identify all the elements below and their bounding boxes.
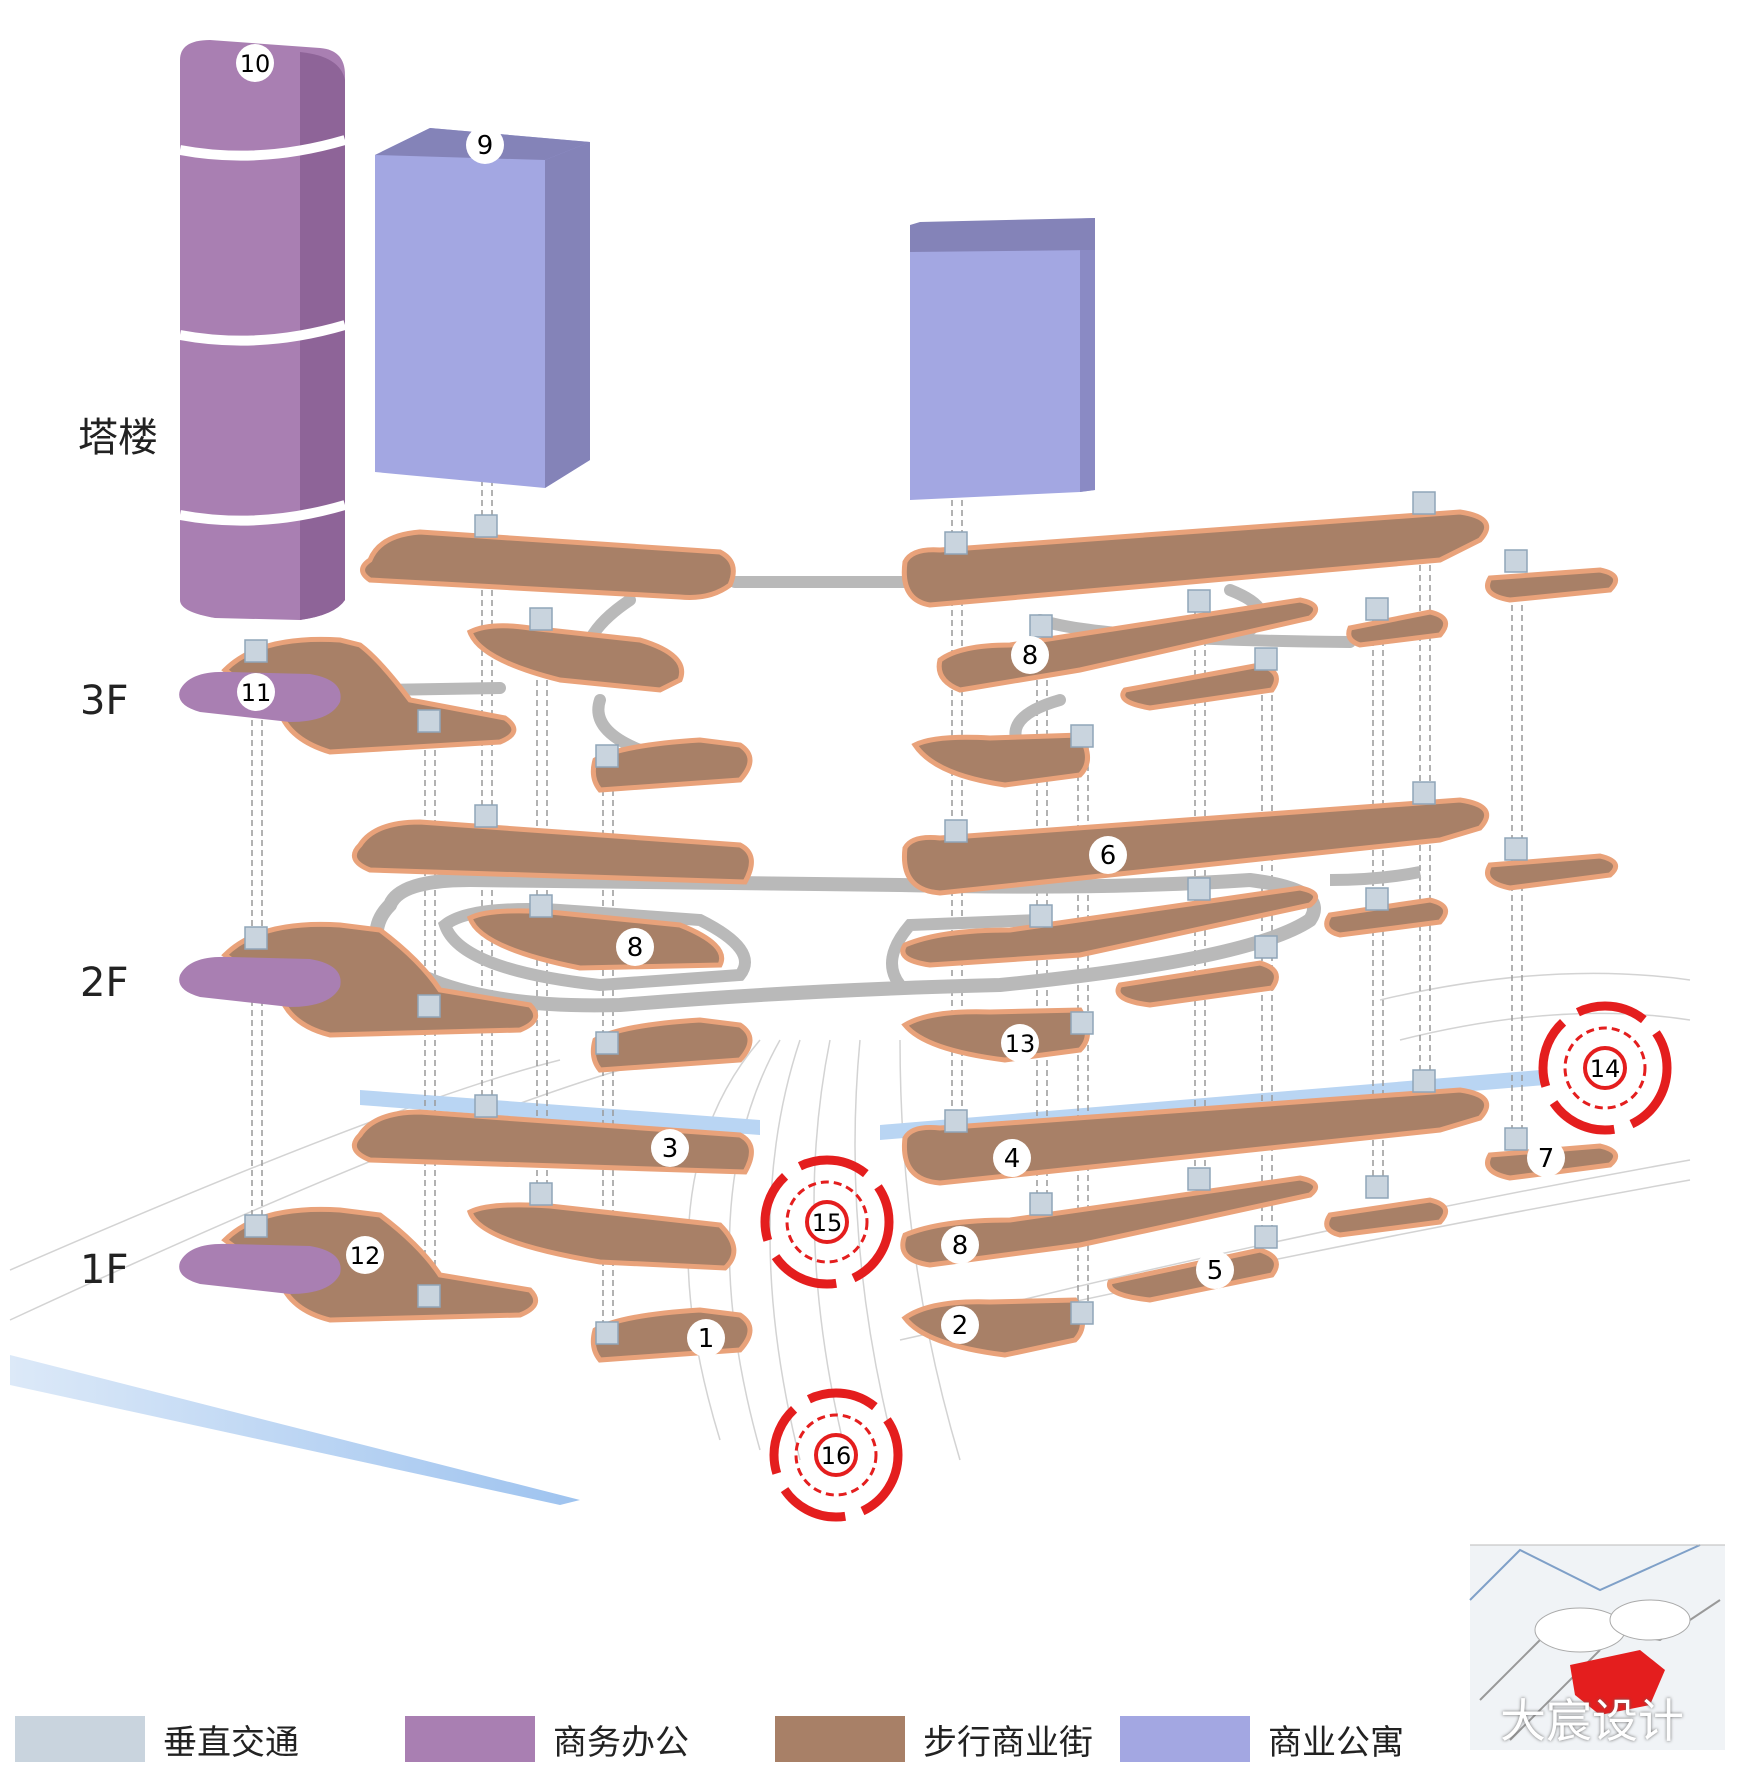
floor-label-3f: 3F [80,678,129,724]
street-3f-i [911,732,1090,788]
street-2f-h [1115,960,1279,1008]
marker-3: 3 [651,1129,689,1167]
target-marker-14 [1538,1001,1672,1135]
tower-apartment-right [910,218,1095,500]
office-1f [179,1243,341,1294]
svg-text:16: 16 [821,1442,852,1470]
svg-text:3: 3 [662,1134,679,1164]
marker-13: 13 [1001,1024,1039,1062]
office-2f [179,956,341,1007]
svg-text:1: 1 [698,1324,715,1354]
legend-label: 商业公寓 [1268,1722,1404,1763]
legend-office: 商务办公 [405,1715,689,1763]
street-3f-d [466,623,684,693]
target-marker-16 [769,1388,903,1522]
svg-text:11: 11 [241,679,272,707]
svg-text:13: 13 [1005,1030,1036,1058]
street-3f-h [1120,662,1279,711]
floor-label-2f: 2F [80,960,129,1006]
marker-9: 9 [466,126,504,164]
marker-14: 14 [1590,1055,1621,1083]
street-1f-8-right [900,1175,1319,1268]
marker-8-3f: 8 [1011,636,1049,674]
street-2f-f [900,885,1319,968]
marker-4: 4 [993,1139,1031,1177]
legend-apartment: 商业公寓 [1120,1715,1404,1763]
marker-6: 6 [1089,836,1127,874]
marker-15: 15 [812,1209,843,1237]
tower-10-office [179,40,347,620]
marker-16: 16 [821,1442,852,1470]
legend-vertical-transport: 垂直交通 [15,1715,299,1763]
marker-12: 12 [346,1236,384,1274]
street-2f-i [901,1007,1090,1063]
floor-label-1f: 1F [80,1247,129,1293]
street-3f-a [360,529,736,600]
street-1f-5 [1107,1247,1279,1303]
street-2f-office-plate [221,921,539,1038]
svg-text:6: 6 [1100,841,1117,871]
street-2f-g [1324,897,1449,938]
svg-text:7: 7 [1538,1144,1555,1174]
marker-1: 1 [687,1319,725,1357]
svg-text:8: 8 [1022,641,1039,671]
legend-pedestrian-street: 步行商业街 [775,1715,1093,1763]
watermark: 大宸设计 [1500,1694,1684,1748]
street-2f-c [1485,853,1619,891]
target-marker-15 [760,1155,894,1289]
legend-swatch [1120,1716,1250,1762]
site-key-map [1469,1544,1725,1750]
svg-text:8: 8 [952,1231,969,1261]
svg-text:12: 12 [350,1242,381,1270]
marker-7: 7 [1527,1139,1565,1177]
street-3f-e [590,737,753,793]
svg-text:8: 8 [627,933,644,963]
street-1f-8-left [466,1202,737,1271]
legend-swatch [15,1716,145,1762]
street-1f-4 [901,1087,1490,1186]
legend-swatch [405,1716,535,1762]
svg-text:5: 5 [1207,1256,1224,1286]
legend-label: 商务办公 [553,1722,689,1763]
number-markers: 10 9 11 8 6 8 13 3 4 7 12 8 5 1 2 14 15 … [236,44,1620,1470]
tower-9-apartment [375,128,590,488]
legend-swatch [775,1716,905,1762]
floor-2f [179,797,1619,1073]
walkway-2f-right [886,866,1422,989]
street-1f-3 [351,1109,754,1175]
street-2f-d [466,908,724,971]
legend-label: 步行商业街 [923,1722,1093,1763]
svg-text:10: 10 [240,50,271,78]
marker-10: 10 [236,44,274,82]
street-2f-b [901,797,1490,896]
floor-3f [179,509,1619,793]
street-3f-g [1346,609,1449,648]
floor-label-tower: 塔楼 [78,415,158,461]
marker-11: 11 [237,673,275,711]
street-2f-e [590,1017,753,1073]
street-3f-b [901,509,1490,608]
street-3f-office-plate [221,636,517,755]
marker-8-2f: 8 [616,928,654,966]
svg-text:4: 4 [1004,1144,1021,1174]
street-3f-c [1485,567,1619,603]
svg-text:14: 14 [1590,1055,1621,1083]
marker-8-1f: 8 [941,1226,979,1264]
legend-label: 垂直交通 [163,1722,299,1763]
svg-text:15: 15 [812,1209,843,1237]
vertical-transport-cores [244,491,1528,1345]
street-1f-h [1324,1197,1449,1238]
svg-text:9: 9 [477,131,494,161]
marker-5: 5 [1196,1251,1234,1289]
marker-2: 2 [941,1306,979,1344]
svg-text:2: 2 [952,1311,969,1341]
ground-lines [9,972,1691,1471]
street-2f-a [351,819,754,885]
